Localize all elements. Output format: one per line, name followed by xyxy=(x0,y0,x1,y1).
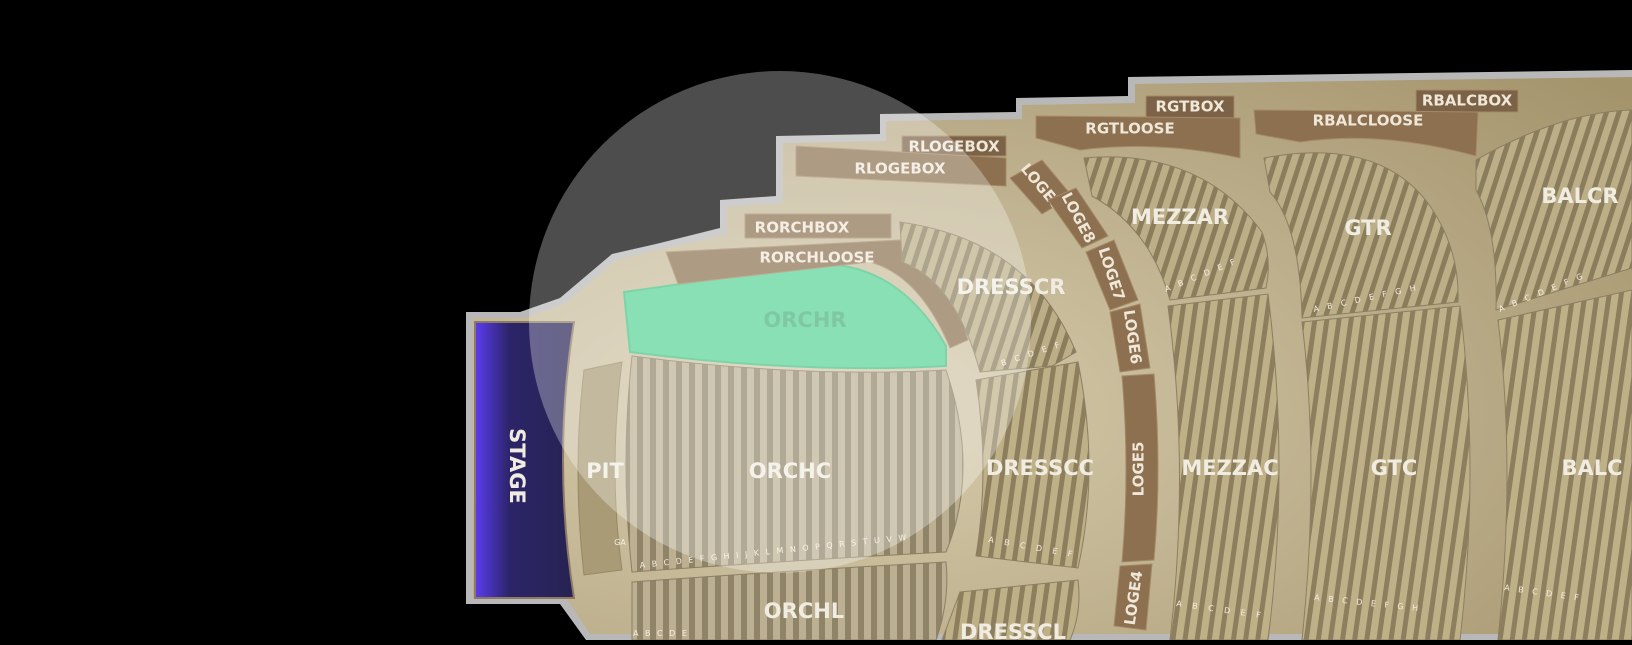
stage-label: STAGE xyxy=(505,428,529,504)
orchr-section[interactable]: ORCHR xyxy=(622,262,947,370)
mezzac-label: MEZZAC xyxy=(1181,456,1278,480)
stage-section[interactable]: STAGE xyxy=(474,321,576,599)
orchl-label: ORCHL xyxy=(764,599,844,623)
rlogebox-2-section[interactable]: RLOGEBOX xyxy=(795,145,1007,187)
gtr-section[interactable]: GTR A B C D E F G H xyxy=(1263,152,1459,319)
loge5-section[interactable]: LOGE5 xyxy=(1121,373,1159,563)
orchc-section[interactable]: ORCHC A B C D E F G H I J K L M N O P Q … xyxy=(625,355,964,573)
mezzar-label: MEZZAR xyxy=(1131,205,1229,229)
rbalcloose-section[interactable]: RBALCLOOSE xyxy=(1253,109,1479,157)
pit-label: PIT xyxy=(586,459,624,483)
orchl-section[interactable]: ORCHL A B C D E xyxy=(631,561,948,641)
loge5-label: LOGE5 xyxy=(1130,442,1148,497)
rlogebox-1-section[interactable]: RLOGEBOX xyxy=(901,135,1007,157)
rlogebox-2-label: RLOGEBOX xyxy=(854,160,946,178)
balcc-section[interactable]: BALC A B C D E F xyxy=(1497,289,1632,641)
rorchbox-label: RORCHBOX xyxy=(755,219,850,237)
rbalcbox-label: RBALCBOX xyxy=(1422,92,1513,110)
gtr-label: GTR xyxy=(1344,216,1391,240)
pit-section[interactable]: PIT GA xyxy=(577,361,626,576)
rgtbox-section[interactable]: RGTBOX xyxy=(1145,95,1235,119)
rbalcbox-section[interactable]: RBALCBOX xyxy=(1415,89,1519,113)
mezzac-section[interactable]: MEZZAC A B C D E F xyxy=(1167,293,1280,641)
mezzar-section[interactable]: MEZZAR A B C D E F xyxy=(1083,156,1269,301)
gtc-section[interactable]: GTC A B C D E F G H xyxy=(1301,305,1471,641)
rgtloose-label: RGTLOOSE xyxy=(1085,120,1174,138)
dresscl-label: DRESSCL xyxy=(960,620,1066,640)
orchc-label: ORCHC xyxy=(749,459,831,483)
dresscr-label: DRESSCR xyxy=(957,275,1066,299)
balcr-label: BALCR xyxy=(1541,184,1618,208)
dresscr-section[interactable]: DRESSCR B C D E F xyxy=(899,221,1077,373)
rgtloose-section[interactable]: RGTLOOSE xyxy=(1035,115,1241,159)
ga-label: GA xyxy=(614,538,626,547)
rbalcloose-label: RBALCLOOSE xyxy=(1313,112,1424,130)
rgtbox-label: RGTBOX xyxy=(1155,98,1224,116)
gtc-label: GTC xyxy=(1371,456,1418,480)
orchl-row-letters: A B C D E xyxy=(633,629,689,638)
dresscc-label: DRESSCC xyxy=(986,456,1094,480)
rlogebox-1-label: RLOGEBOX xyxy=(908,138,1000,156)
rorchbox-section[interactable]: RORCHBOX xyxy=(744,213,892,239)
balcc-label: BALC xyxy=(1561,456,1622,480)
loge6-section[interactable]: LOGE6 xyxy=(1109,303,1151,373)
orchr-label: ORCHR xyxy=(763,308,846,332)
dresscc-section[interactable]: DRESSCC A B C D E F xyxy=(975,361,1094,569)
rorchloose-label: RORCHLOOSE xyxy=(760,249,875,267)
zoom-lens xyxy=(529,71,1031,573)
loge4-section[interactable]: LOGE4 xyxy=(1113,563,1153,631)
